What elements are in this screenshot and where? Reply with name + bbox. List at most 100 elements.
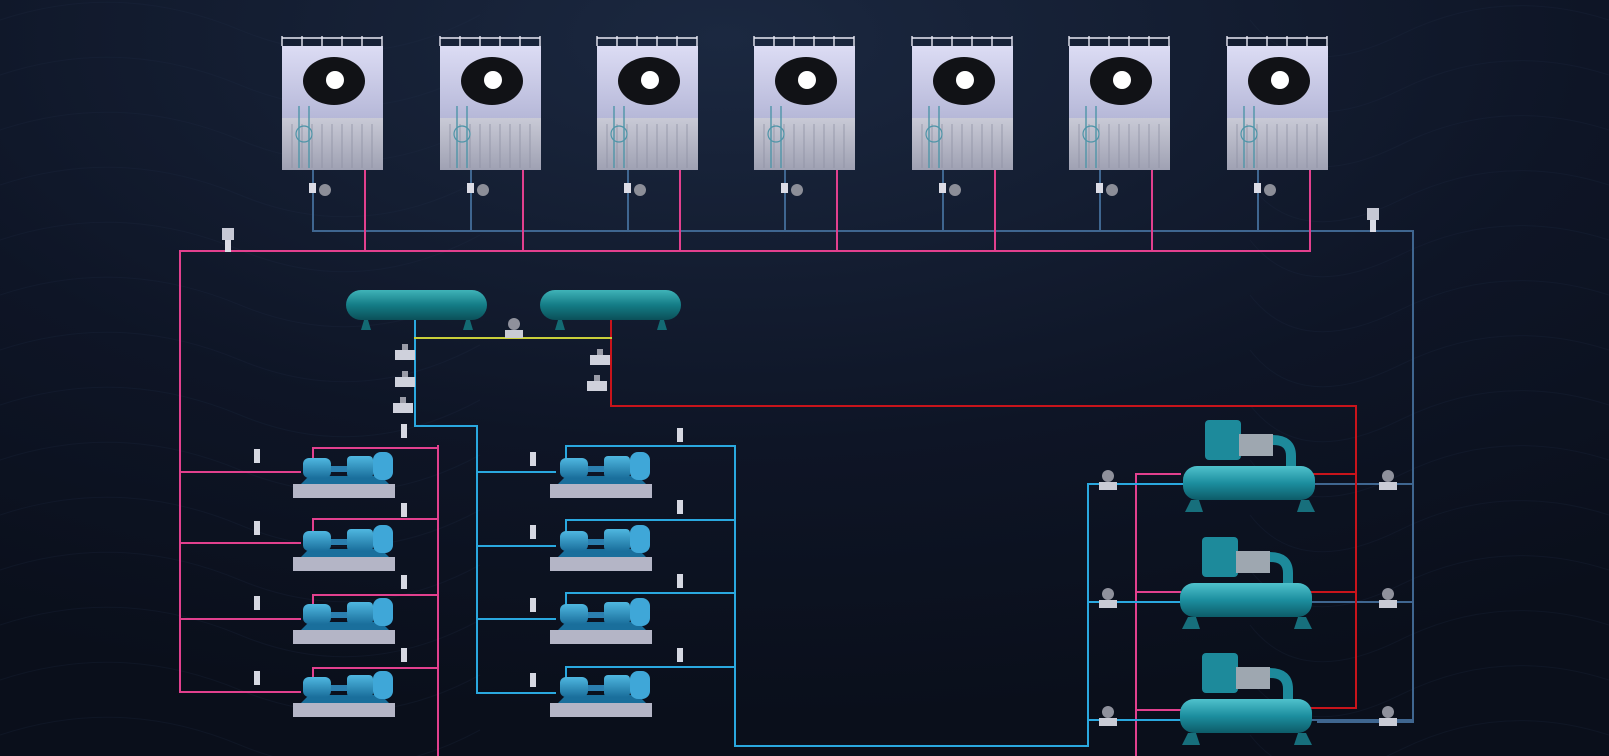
sensor-icon[interactable] — [530, 525, 536, 539]
centrifugal-chiller[interactable] — [1180, 653, 1312, 745]
sensor-icon[interactable] — [677, 648, 683, 662]
tower-lower-casing — [597, 118, 698, 170]
sensor-icon[interactable] — [677, 500, 683, 514]
tower-lower-casing — [912, 118, 1013, 170]
valve-body — [590, 355, 610, 365]
sensor-icon[interactable] — [254, 596, 260, 610]
valve-stem — [400, 397, 406, 403]
hot-water-main — [610, 317, 1357, 709]
pressure-gauge-icon[interactable] — [1099, 706, 1117, 726]
valve-icon[interactable] — [467, 183, 489, 196]
texture-line — [0, 441, 481, 493]
cooling-tower[interactable] — [1226, 36, 1328, 196]
sensor-icon[interactable] — [677, 428, 683, 442]
sensor-icon[interactable] — [254, 521, 260, 535]
centrifugal-chiller[interactable] — [1183, 420, 1315, 512]
sensor-body — [401, 424, 407, 438]
chilled-water-pump[interactable] — [550, 598, 652, 644]
chiller-shell — [1180, 699, 1312, 733]
cooling-tower[interactable] — [439, 36, 541, 196]
chilled-water-pump[interactable] — [550, 671, 652, 717]
chilled-water-pump[interactable] — [550, 525, 652, 571]
pressure-gauge-icon[interactable] — [1099, 588, 1117, 608]
valve-icon[interactable] — [590, 349, 610, 365]
pump-skid — [550, 557, 652, 571]
valve-icon[interactable] — [395, 344, 415, 360]
sensor-body — [677, 648, 683, 662]
cooling-water-pump[interactable] — [293, 525, 395, 571]
cooling-tower[interactable] — [753, 36, 855, 196]
cooling-water-pump[interactable] — [293, 452, 395, 498]
sensor-icon[interactable] — [530, 452, 536, 466]
header-sensor[interactable] — [1367, 208, 1379, 232]
sensor-body — [254, 596, 260, 610]
tower-ladder — [456, 106, 468, 168]
header-sensor[interactable] — [222, 228, 234, 252]
cooling-tower[interactable] — [596, 36, 698, 196]
fan-icon[interactable] — [303, 57, 365, 105]
pump-motor-end — [373, 452, 393, 480]
sensor-icon[interactable] — [401, 503, 407, 517]
pump-skid — [550, 703, 652, 717]
fan-hub — [1271, 71, 1289, 89]
sensor-icon[interactable] — [401, 424, 407, 438]
pressure-gauge-icon[interactable] — [505, 318, 523, 338]
expansion-tank[interactable] — [346, 290, 487, 330]
valve-icon[interactable] — [1254, 183, 1276, 196]
valve-icon[interactable] — [1096, 183, 1118, 196]
valve-icon[interactable] — [587, 375, 607, 391]
sensor-icon[interactable] — [254, 449, 260, 463]
tower-ladder — [770, 106, 782, 168]
pressure-gauge-icon[interactable] — [1379, 588, 1397, 608]
pump-volute — [303, 531, 331, 551]
chilled-water-pump[interactable] — [550, 452, 652, 498]
fan-icon[interactable] — [933, 57, 995, 105]
centrifugal-chiller[interactable] — [1180, 537, 1312, 629]
sensor-body — [401, 648, 407, 662]
fan-hub — [798, 71, 816, 89]
valve-icon[interactable] — [939, 183, 961, 196]
valve-icon[interactable] — [395, 371, 415, 387]
sensor-icon[interactable] — [530, 673, 536, 687]
gauge-dial — [1102, 588, 1114, 600]
fan-icon[interactable] — [1248, 57, 1310, 105]
valve-icon[interactable] — [393, 397, 413, 413]
pressure-gauge-icon[interactable] — [1379, 470, 1397, 490]
pump-shaft — [331, 539, 347, 545]
texture-line — [0, 111, 481, 163]
valve-body — [624, 183, 631, 193]
sensor-icon[interactable] — [254, 671, 260, 685]
valve-sensor-group — [222, 208, 1397, 726]
valve-icon[interactable] — [781, 183, 803, 196]
cooling-tower[interactable] — [911, 36, 1013, 196]
expansion-tank[interactable] — [540, 290, 681, 330]
pump-volute — [560, 677, 588, 697]
cooling-water-pump[interactable] — [293, 598, 395, 644]
valve-icon[interactable] — [309, 183, 331, 196]
pump-volute — [560, 531, 588, 551]
sensor-icon[interactable] — [401, 648, 407, 662]
valve-body — [939, 183, 946, 193]
fan-icon[interactable] — [461, 57, 523, 105]
sensor-icon[interactable] — [530, 598, 536, 612]
fan-icon[interactable] — [1090, 57, 1152, 105]
sensor-icon[interactable] — [677, 574, 683, 588]
valve-icon[interactable] — [624, 183, 646, 196]
fan-icon[interactable] — [775, 57, 837, 105]
texture-line — [1249, 390, 1609, 443]
pressure-gauge-icon[interactable] — [1379, 706, 1397, 726]
pressure-gauge-icon[interactable] — [1099, 470, 1117, 490]
pump-volute — [303, 604, 331, 624]
pump-motor-end — [373, 525, 393, 553]
fan-icon[interactable] — [618, 57, 680, 105]
fan-hub — [326, 71, 344, 89]
chiller-suction-elbow — [1272, 435, 1296, 466]
sensor-icon[interactable] — [401, 575, 407, 589]
valve-actuator — [634, 184, 646, 196]
cooling-tower[interactable] — [1068, 36, 1170, 196]
sensor-body — [254, 449, 260, 463]
cooling-tower[interactable] — [281, 36, 383, 196]
valve-body — [309, 183, 316, 193]
texture-line — [0, 1, 481, 53]
cooling-water-pump[interactable] — [293, 671, 395, 717]
